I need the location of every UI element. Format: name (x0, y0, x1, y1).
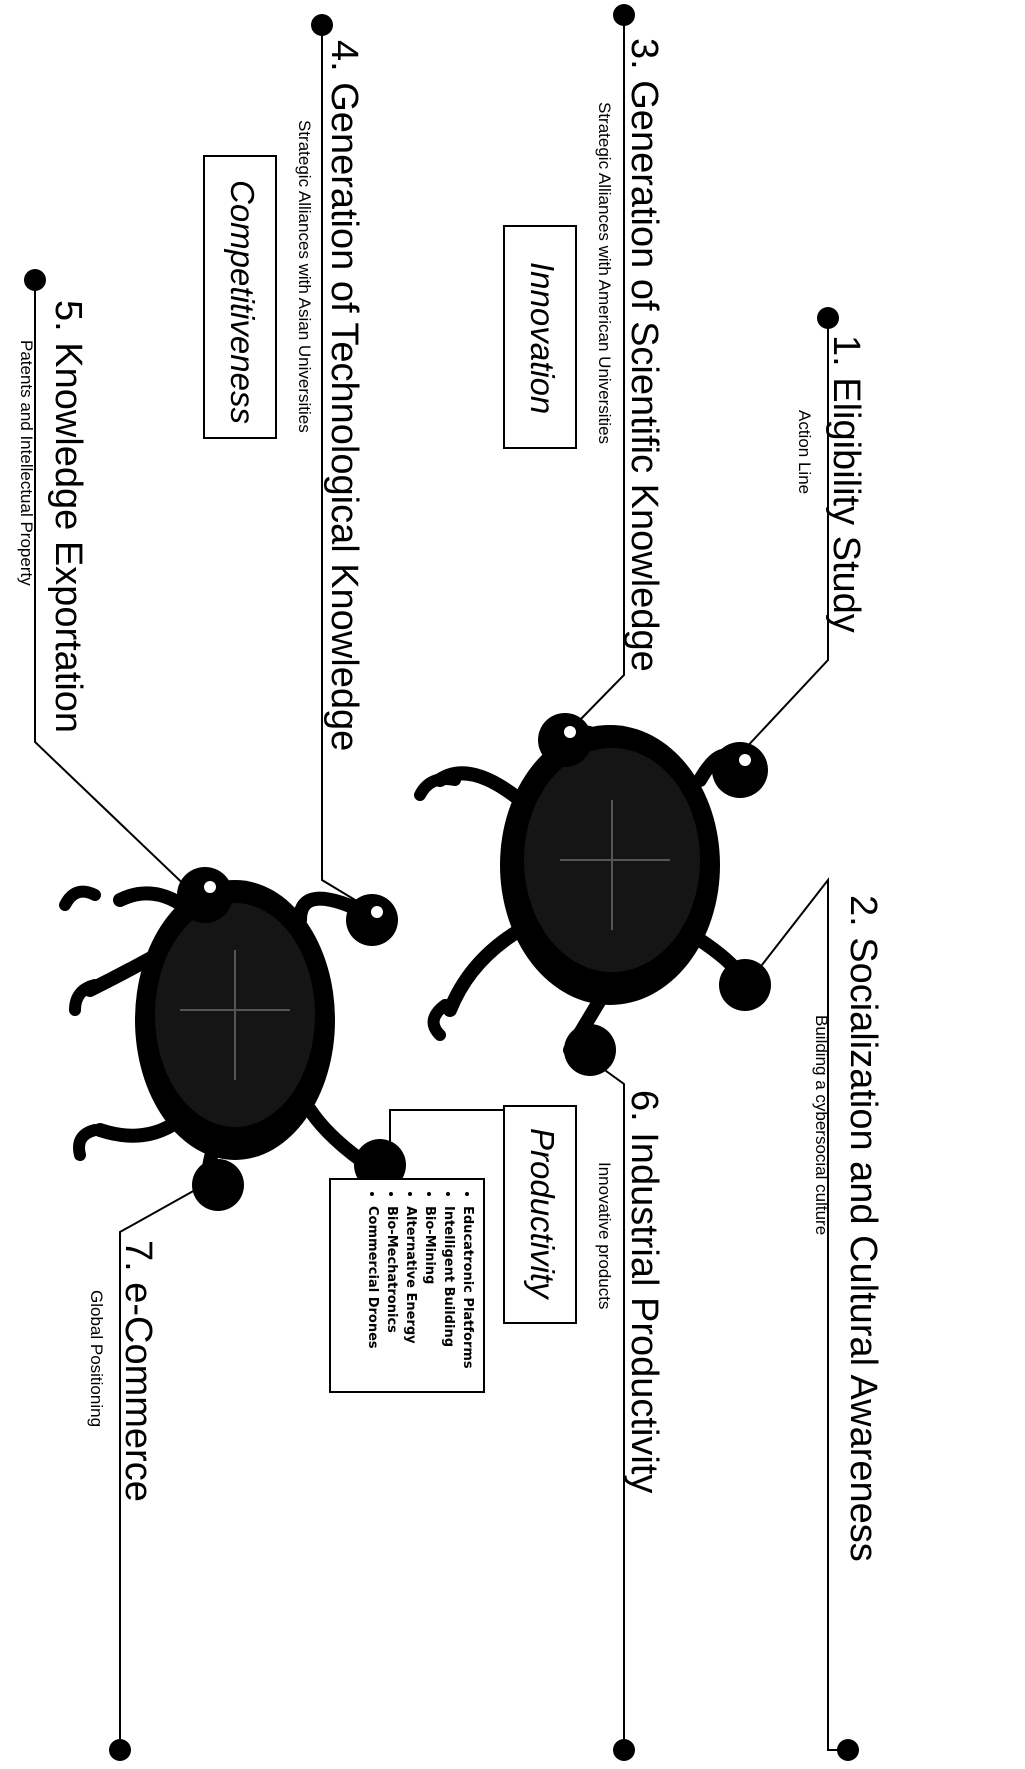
node-dot-icon (837, 1739, 859, 1761)
node-dot-icon (311, 14, 333, 36)
connector-1 (741, 318, 829, 753)
keyword-productivity: Productivity (524, 1128, 561, 1299)
keyword-competitiveness: Competitiveness (224, 180, 261, 424)
step-5-title: 5. Knowledge Exportation (47, 300, 89, 734)
list-item: Bio-Mining (420, 1206, 439, 1381)
list-item: Intelligent Building (439, 1206, 458, 1381)
list-item: Bio-Mechatronics (382, 1206, 401, 1381)
turtle-icon (59, 867, 406, 1211)
step-6-subtitle: Innovative products (595, 1162, 614, 1310)
step-4-title: 4. Generation of Technological Knowledge (323, 40, 365, 752)
list-item: Commercial Drones (363, 1206, 382, 1381)
step-6-title: 6. Industrial Productivity (623, 1090, 665, 1494)
step-3-subtitle: Strategic Alliances with American Univer… (595, 102, 614, 445)
turtle-icon (414, 713, 771, 1076)
product-list: Educatronic Platforms Intelligent Buildi… (329, 1178, 485, 1393)
step-7-subtitle: Global Positioning (87, 1290, 106, 1428)
step-3-title: 3. Generation of Scientific Knowledge (623, 38, 665, 672)
node-dot-icon (109, 1739, 131, 1761)
node-dot-icon (24, 269, 46, 291)
keyword-innovation: Innovation (524, 262, 561, 415)
node-dot-icon (613, 1739, 635, 1761)
list-item: Educatronic Platforms (458, 1206, 477, 1381)
step-2-title: 2. Socialization and Cultural Awareness (842, 895, 884, 1562)
step-4-subtitle: Strategic Alliances with Asian Universit… (295, 120, 314, 433)
step-1-title: 1. Eligibility Study (825, 335, 867, 633)
step-5-subtitle: Patents and Intellectual Property (17, 340, 36, 586)
list-item: Alternative Energy (401, 1206, 420, 1381)
connector-3 (577, 15, 625, 723)
connector-5 (34, 280, 196, 896)
node-dot-icon (613, 4, 635, 26)
connector-7 (119, 1179, 214, 1750)
node-dot-icon (817, 307, 839, 329)
step-7-title: 7. e-Commerce (117, 1240, 159, 1502)
step-1-subtitle: Action Line (795, 410, 814, 495)
step-2-subtitle: Building a cybersocial culture (812, 1015, 831, 1236)
